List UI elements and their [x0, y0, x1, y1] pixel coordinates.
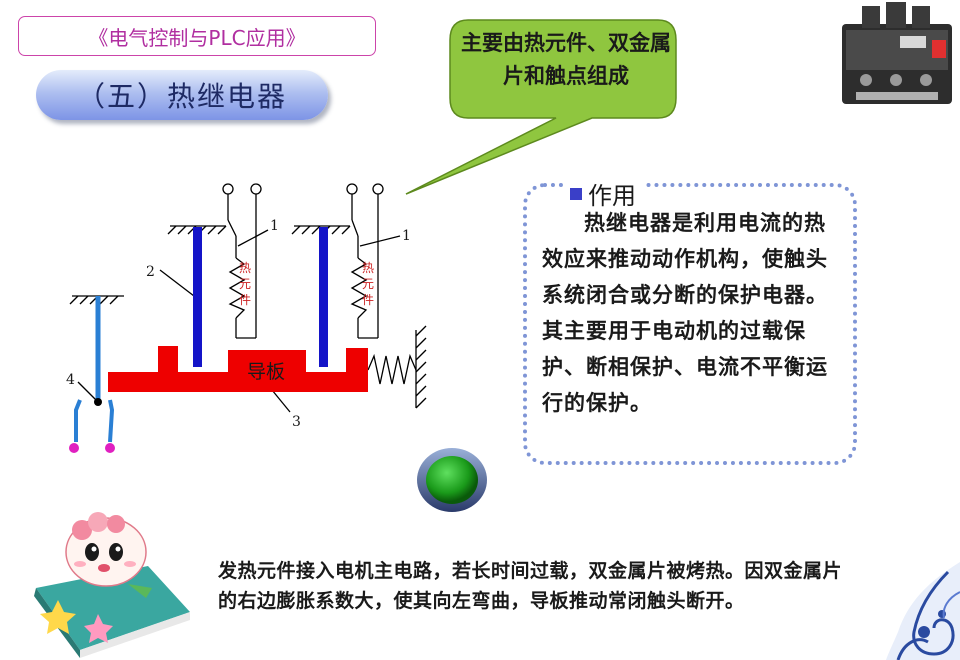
course-title: 《电气控制与PLC应用》 — [88, 25, 306, 50]
section-title-pill: （五）热继电器 — [36, 70, 328, 120]
section-title: （五）热继电器 — [76, 80, 287, 113]
cartoon-mascot-on-book-icon — [34, 512, 190, 658]
label-part-1-left: 1 — [270, 218, 279, 234]
info-heading: 作用 — [566, 176, 646, 211]
info-box — [523, 183, 857, 465]
course-title-box: 《电气控制与PLC应用》 — [18, 16, 376, 56]
label-part-2: 2 — [146, 264, 155, 280]
heater-right-char-2: 元 — [362, 277, 374, 291]
callout-text: 主要由热元件、双金属片和触点组成 — [461, 30, 671, 88]
label-part-3: 3 — [292, 414, 301, 430]
heater-right-char-3: 件 — [362, 293, 374, 307]
blue-white-porcelain-ornament-icon — [886, 562, 960, 660]
heater-left-char-1: 热 — [239, 261, 251, 275]
terminal-right — [105, 443, 115, 453]
terminal-left — [69, 443, 79, 453]
guide-plate-label: 导板 — [247, 361, 285, 383]
thermal-relay-photo-icon — [842, 2, 952, 104]
square-bullet-icon — [570, 187, 582, 200]
green-round-button-icon[interactable] — [416, 447, 488, 513]
bimetal-strip-left — [193, 227, 202, 367]
heater-left-char-3: 件 — [239, 293, 251, 307]
bottom-explanation: 发热元件接入电机主电路，若长时间过载，双金属片被烤热。因双金属片的右边膨胀系数大… — [218, 560, 843, 612]
heater-left-char-2: 元 — [239, 277, 251, 291]
info-body: 热继电器是利用电流的热效应来推动动作机构，使触头系统闭合或分断的保护电器。其主要… — [542, 210, 828, 415]
label-part-4: 4 — [66, 372, 75, 388]
bimetal-strip-right — [319, 227, 328, 367]
heater-right-char-1: 热 — [362, 261, 374, 275]
info-heading-text: 作用 — [588, 182, 636, 210]
label-part-1-right: 1 — [402, 228, 411, 244]
guide-plate — [108, 346, 368, 392]
callout-bubble — [405, 19, 677, 195]
thermal-relay-diagram: 1 1 2 3 4 热 元 件 热 元 件 导板 — [66, 183, 427, 453]
